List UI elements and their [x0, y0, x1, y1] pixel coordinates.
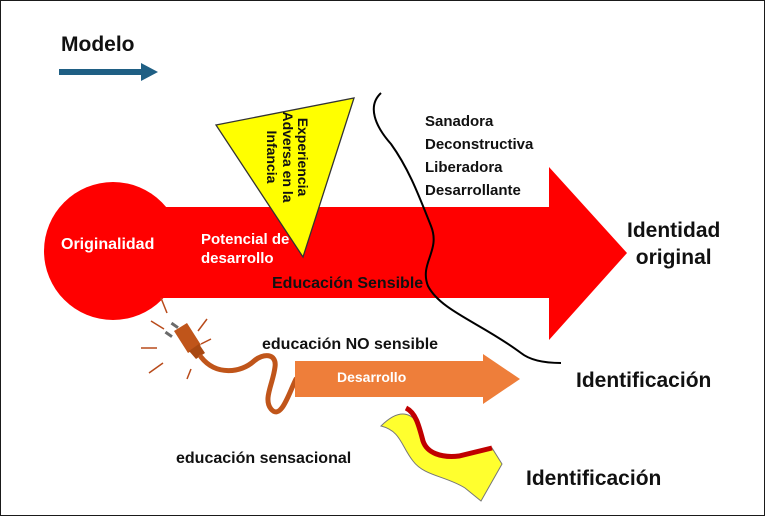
- originalidad-circle: [44, 182, 182, 320]
- plug-icon: [164, 321, 205, 359]
- adverse-experience-triangle: [214, 97, 355, 259]
- quality-item: Sanadora: [425, 113, 494, 130]
- quality-item: Deconstructiva: [425, 135, 534, 153]
- curly-brace-curve: [372, 92, 562, 364]
- triangle-label: Experiencia Adversa en la Infancia: [264, 111, 312, 203]
- identidad-original-label: Identidad original: [627, 219, 721, 270]
- identificacion-label-2: Identificación: [526, 467, 662, 490]
- plug-cable: [198, 353, 299, 415]
- potencial-label: Potencial de desarrollo: [201, 231, 290, 267]
- originalidad-label: Originalidad: [61, 236, 155, 253]
- spark-lines: [141, 297, 212, 380]
- wavy-arrow: [380, 405, 503, 502]
- model-arrow: [59, 63, 158, 81]
- educacion-sensacional-label: educación sensacional: [176, 450, 352, 467]
- educacion-no-sensible-label: educación NO sensible: [262, 336, 439, 353]
- desarrollo-arrow: [295, 354, 520, 404]
- diagram-title: Modelo: [61, 33, 135, 56]
- identificacion-label-1: Identificación: [576, 369, 712, 392]
- desarrollo-label: Desarrollo: [337, 369, 407, 385]
- main-red-arrow: [141, 167, 627, 340]
- qualities-list: Sanadora Deconstructiva Liberadora Desar…: [425, 111, 533, 203]
- quality-item: Liberadora: [425, 158, 503, 176]
- triangle-label-box: Experiencia Adversa en la Infancia: [237, 99, 337, 215]
- educacion-sensible-label: Educación Sensible: [272, 275, 424, 292]
- quality-item: Desarrollante: [425, 181, 521, 199]
